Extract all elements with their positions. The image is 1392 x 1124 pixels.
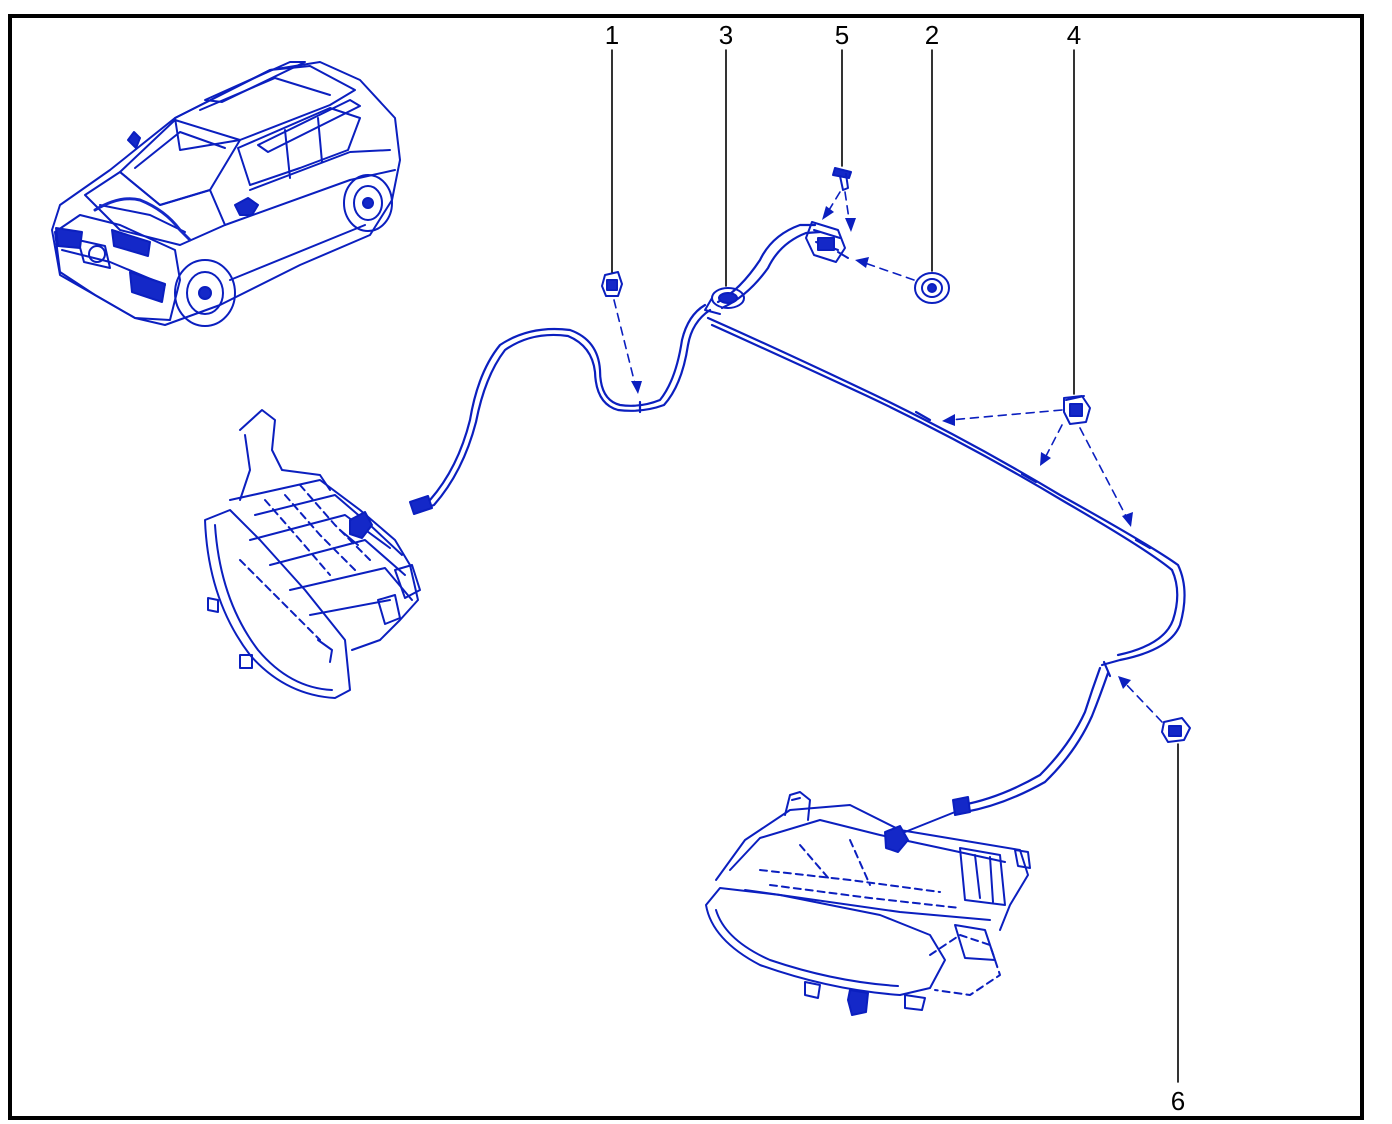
callout-labels: 1 3 5 2 4 6 — [605, 20, 1185, 1116]
arrow-heads — [631, 206, 1133, 689]
callout-6: 6 — [1171, 1086, 1185, 1116]
left-fog-lamp — [204, 409, 421, 699]
diagram-border — [8, 14, 1364, 1120]
callout-5: 5 — [835, 20, 849, 50]
right-fog-lamp — [705, 791, 1031, 1016]
wiring-harness — [416, 223, 1186, 814]
harness-clip-6-icon — [1161, 717, 1191, 743]
callout-3: 3 — [719, 20, 733, 50]
right-lamp-connector — [952, 796, 971, 816]
sealing-cap-icon — [914, 272, 950, 304]
screw-icon — [832, 167, 852, 191]
callout-2: 2 — [925, 20, 939, 50]
left-lamp-connector — [409, 495, 433, 515]
assembly-arrows — [613, 191, 1163, 723]
leader-lines — [611, 49, 1179, 1083]
callout-1: 1 — [605, 20, 619, 50]
harness-connector-block — [805, 221, 849, 263]
harness-clip-1-icon — [601, 271, 623, 297]
callout-4: 4 — [1067, 20, 1081, 50]
harness-clip-4-icon — [1063, 395, 1091, 425]
vehicle-overview-icon — [51, 61, 401, 327]
harness-grommet — [704, 287, 745, 315]
